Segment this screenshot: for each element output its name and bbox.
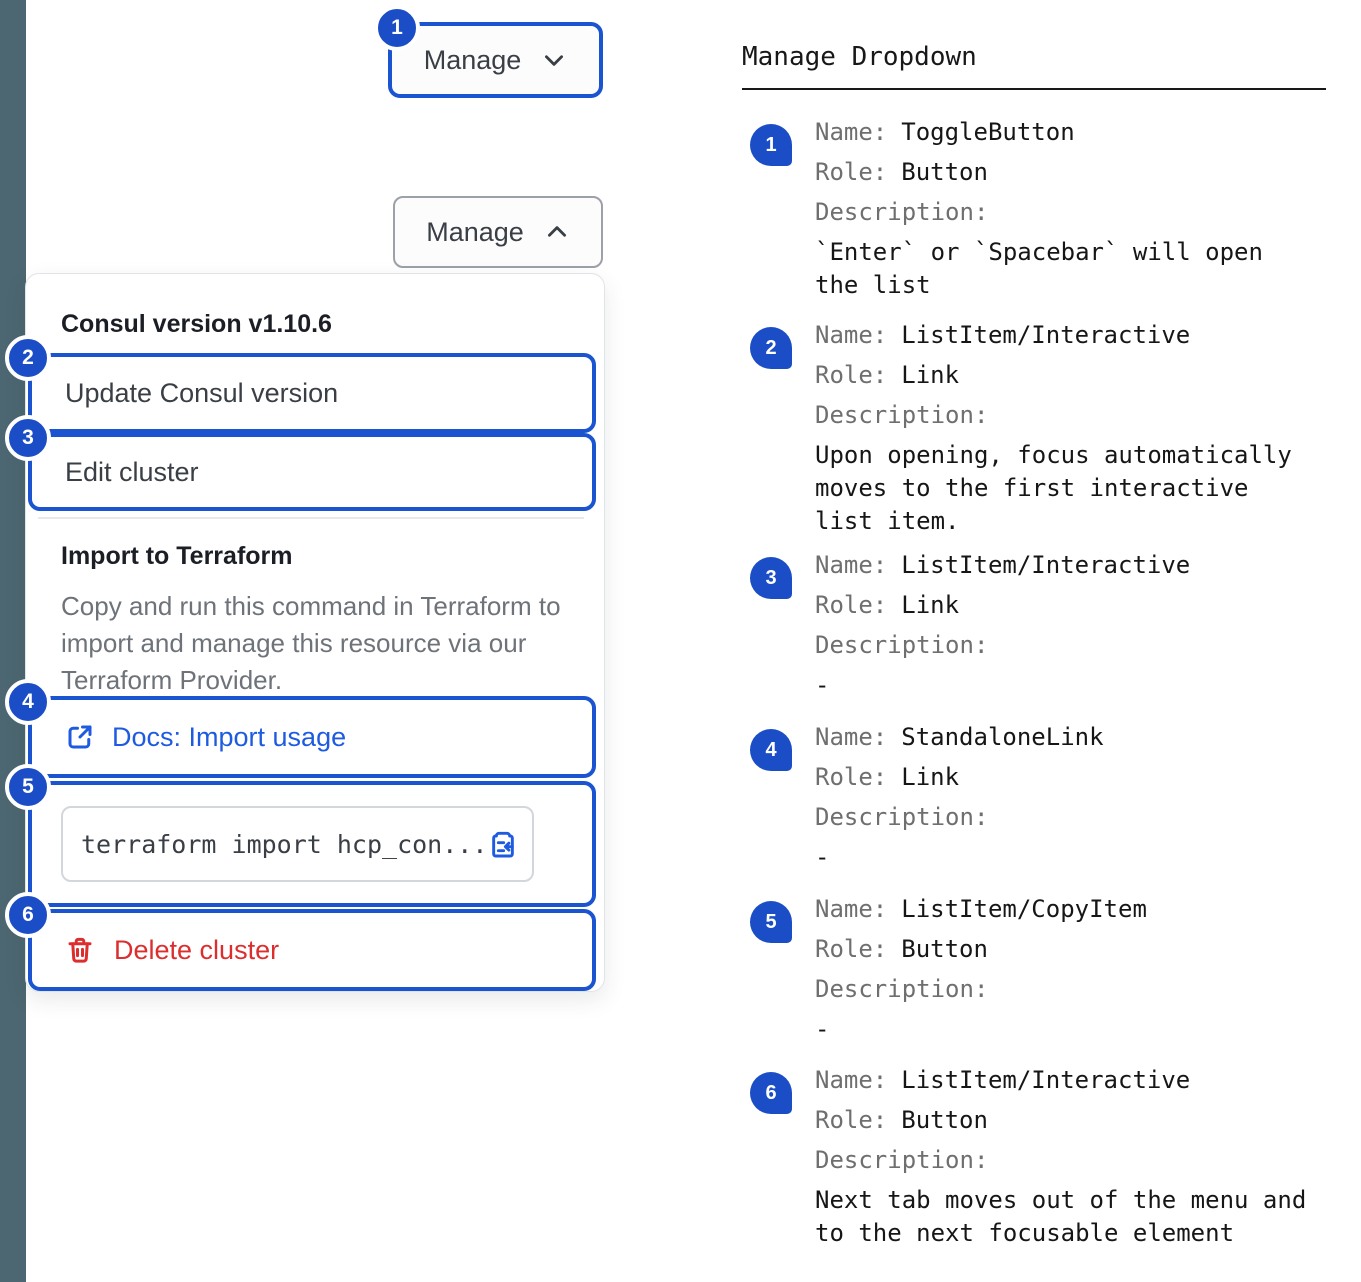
clipboard-copy-icon[interactable] [487,828,519,860]
name-value: ListItem/Interactive [901,1066,1191,1094]
legend-item-2: 2 Name: ListItem/Interactive Role: Link De… [742,315,1342,538]
terraform-command-text: terraform import hcp_con... [81,829,488,859]
menu-item-copy-command[interactable]: terraform import hcp_con... [28,781,596,907]
legend-badge-6: 6 [750,1072,792,1114]
annotation-badge-4-number: 4 [22,690,34,713]
description-label: Description: [815,631,989,659]
role-label: Role: [815,763,888,791]
page-edge-strip [0,0,26,1282]
role-value: Button [901,158,988,186]
manage-toggle-open-label: Manage [426,216,524,247]
role-value: Button [901,1106,988,1134]
description-label: Description: [815,198,989,226]
edit-cluster-label: Edit cluster [65,456,199,487]
name-value: ListItem/Interactive [901,551,1191,579]
manage-toggle-label: Manage [423,44,522,75]
role-label: Role: [815,591,888,619]
annotation-badge-6-number: 6 [22,903,34,926]
menu-item-docs-import-usage[interactable]: Docs: Import usage [28,696,596,778]
legend-title: Manage Dropdown [742,42,977,72]
description-label: Description: [815,401,989,429]
annotation-badge-1: 1 [374,5,420,51]
update-consul-version-label: Update Consul version [65,377,339,408]
legend-item-1: 1 Name: ToggleButton Role: Button Descript… [742,112,1342,302]
import-terraform-description: Copy and run this command in Terraform t… [61,591,561,695]
menu-item-update-consul-version[interactable]: Update Consul version [28,353,596,433]
annotation-badge-1-number: 1 [391,16,403,39]
annotation-badge-5: 5 [5,764,51,810]
annotation-badge-2: 2 [5,335,51,381]
description-label: Description: [815,803,989,831]
role-value: Link [901,763,960,791]
legend-badge-4: 4 [750,729,792,771]
role-label: Role: [815,1106,888,1134]
description-value: Upon opening, focus automatically moves … [815,441,1292,535]
menu-section-divider [38,517,584,519]
role-label: Role: [815,158,888,186]
description-value: - [815,671,830,699]
role-value: Link [901,361,960,389]
legend-badge-1: 1 [750,124,792,166]
name-label: Name: [815,723,888,751]
description-value: `Enter` or `Spacebar` will open the list [815,238,1263,299]
description-value: - [815,843,830,871]
import-terraform-title: Import to Terraform [61,542,293,570]
legend-item-4: 4 Name: StandaloneLink Role: Link Descript… [742,717,1342,874]
role-value: Button [901,935,988,963]
docs-import-usage-label: Docs: Import usage [112,721,347,752]
legend-item-5: 5 Name: ListItem/CopyItem Role: Button Des… [742,889,1342,1046]
legend-item-6: 6 Name:ListItem/Interactive Role:Button … [742,1060,1342,1250]
name-value: ToggleButton [901,118,1075,146]
role-label: Role: [815,361,888,389]
annotation-badge-3: 3 [5,415,51,461]
chevron-down-icon [541,47,567,73]
name-value: ListItem/Interactive [901,321,1191,349]
role-label: Role: [815,935,888,963]
annotation-badge-4: 4 [5,679,51,725]
description-value: Next tab moves out of the menu and to th… [815,1186,1307,1247]
legend-badge-2: 2 [750,327,792,369]
name-label: Name: [815,895,888,923]
legend-badge-3: 3 [750,557,792,599]
annotation-badge-5-number: 5 [22,775,34,798]
trash-icon [65,935,95,965]
legend-item-3: 3 Name: ListItem/Interactive Role: Link De… [742,545,1342,702]
manage-toggle-button[interactable]: Manage [388,22,603,98]
name-label: Name: [815,551,888,579]
description-label: Description: [815,975,989,1003]
name-label: Name: [815,118,888,146]
delete-cluster-label: Delete cluster [114,934,280,965]
role-value: Link [901,591,960,619]
manage-toggle-button-open[interactable]: Manage [393,196,603,268]
chevron-up-icon [544,219,570,245]
external-link-icon [65,722,95,752]
menu-item-edit-cluster[interactable]: Edit cluster [28,433,596,511]
menu-item-delete-cluster[interactable]: Delete cluster [28,909,596,991]
annotation-badge-6: 6 [5,892,51,938]
name-label: Name: [815,321,888,349]
annotation-badge-3-number: 3 [22,426,34,449]
name-value: StandaloneLink [901,723,1104,751]
consul-version-label: Consul version v1.10.6 [61,310,332,338]
legend-badge-5: 5 [750,901,792,943]
legend-title-rule [742,88,1326,90]
name-label: Name: [815,1066,888,1094]
terraform-command-field[interactable]: terraform import hcp_con... [61,806,534,882]
annotation-badge-2-number: 2 [22,346,34,369]
description-value: - [815,1015,830,1043]
manage-dropdown-menu: Consul version v1.10.6 Update Consul ver… [25,273,605,992]
description-label: Description: [815,1146,989,1174]
name-value: ListItem/CopyItem [901,895,1147,923]
